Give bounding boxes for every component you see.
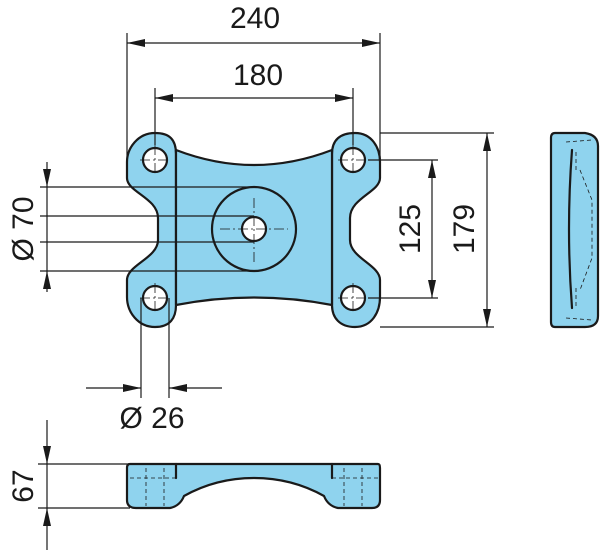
label-179: 179 xyxy=(448,204,481,254)
dimension-dia-26: Ø 26 xyxy=(86,298,222,435)
dimension-125: 125 xyxy=(368,159,438,299)
side-view xyxy=(549,131,600,329)
label-dia-70: Ø 70 xyxy=(7,196,40,261)
dimension-dia-70: Ø 70 xyxy=(7,162,254,292)
side-profile xyxy=(549,131,600,329)
dimension-180: 180 xyxy=(154,59,354,145)
dimension-179: 179 xyxy=(380,132,494,328)
front-view xyxy=(125,462,382,510)
dimension-67: 67 xyxy=(7,420,130,550)
top-view xyxy=(125,131,382,329)
label-125: 125 xyxy=(394,204,427,254)
label-240: 240 xyxy=(230,2,280,35)
dimension-240: 240 xyxy=(126,2,381,160)
label-67: 67 xyxy=(7,469,40,502)
label-180: 180 xyxy=(233,59,283,92)
label-dia-26: Ø 26 xyxy=(119,402,184,435)
front-profile xyxy=(125,462,382,510)
